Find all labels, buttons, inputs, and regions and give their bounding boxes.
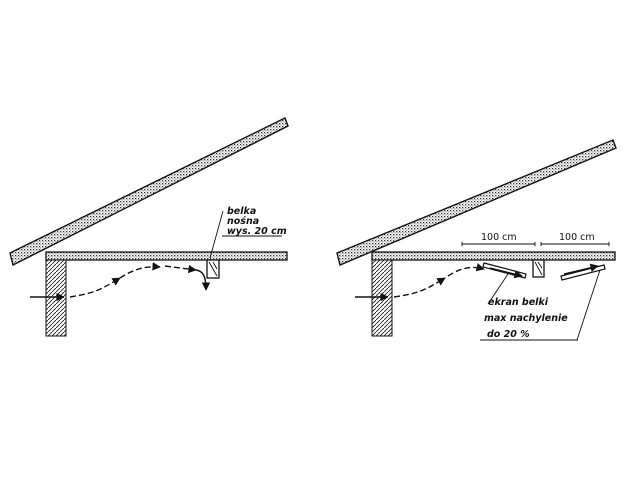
left-wall <box>45 259 67 337</box>
right-dim-right-label: 100 cm <box>559 232 595 243</box>
left-diagram: belka nośna wys. 20 cm <box>9 117 289 337</box>
right-airflow-arrow-1 <box>393 277 446 298</box>
left-airflow-arrow-4 <box>195 269 211 291</box>
left-beam-label-line3: wys. 20 cm <box>227 226 287 237</box>
left-beam-hatch <box>208 261 218 277</box>
right-airflow-arrow-3 <box>489 267 523 279</box>
right-airflow-arrow-4 <box>563 263 599 275</box>
left-label-leader <box>209 210 224 259</box>
right-beam-hatch <box>534 261 543 276</box>
right-label-leader-2 <box>576 269 601 341</box>
right-wall <box>371 259 393 337</box>
left-airflow-arrow-2 <box>119 262 161 279</box>
left-roof-slab <box>9 117 289 267</box>
right-dim-left-label: 100 cm <box>481 232 517 243</box>
right-roof-slab <box>336 139 617 266</box>
left-airflow-arrow-3 <box>164 264 197 274</box>
left-airflow-arrow-1 <box>69 277 121 298</box>
right-label-leader-1 <box>487 273 509 305</box>
left-beam-label-line2: nośna <box>227 216 259 227</box>
right-ceiling-slab <box>371 251 616 261</box>
left-ceiling-slab <box>45 251 288 261</box>
right-airflow-arrow-2 <box>447 263 485 277</box>
right-diagram: 100 cm 100 cm ekran belki max nachylenie… <box>336 139 617 341</box>
right-screen-label-line2: max nachylenie <box>484 313 568 324</box>
right-screen-label-line3: do 20 % <box>487 329 530 340</box>
right-screen-label-line1: ekran belki <box>488 297 549 308</box>
left-beam-label-line1: belka <box>227 206 256 217</box>
